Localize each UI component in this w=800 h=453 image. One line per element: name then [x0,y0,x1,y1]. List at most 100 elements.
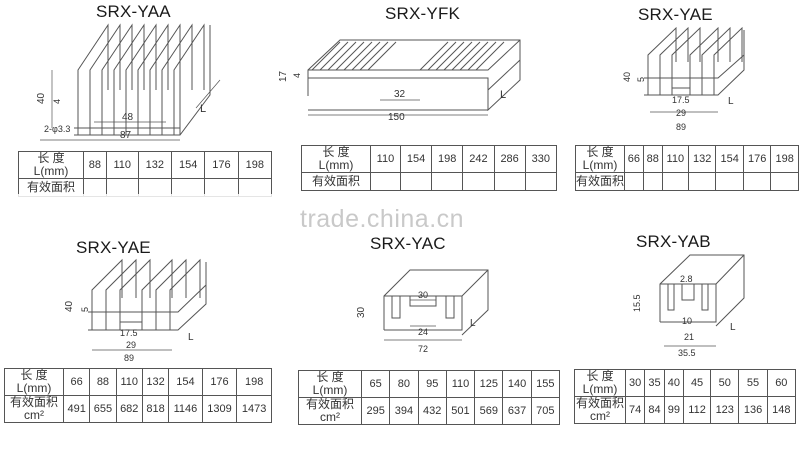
length-value: 154 [168,368,203,396]
area-label: 有效面积 [575,396,624,410]
length-value: 155 [530,370,561,398]
svg-text:29: 29 [126,340,136,350]
length-value: 88 [83,151,107,179]
svg-text:5: 5 [80,307,90,312]
length-value: 132 [137,151,173,179]
svg-text:35.5: 35.5 [678,348,696,358]
area-label: 有效面积 [311,174,360,188]
length-label: 长 度 [37,151,65,165]
area-value: 1309 [201,395,238,423]
length-value: 45 [683,369,712,397]
length-unit: L(mm) [16,381,52,395]
svg-text:4: 4 [52,99,62,104]
area-unit: cm² [24,408,44,422]
panel-title: SRX-YAB [636,232,711,251]
drawing-srx-yfk: 17 4 32 150 L [278,39,521,123]
area-value: 1473 [236,395,272,423]
svg-text:29: 29 [676,108,686,118]
length-value: 176 [201,368,238,396]
svg-text:17: 17 [278,70,289,82]
area-label: 有效面积 [9,395,58,409]
length-value: 40 [663,369,685,397]
svg-text:15.5: 15.5 [632,294,642,312]
area-value: 637 [502,397,532,425]
area-value: 1146 [168,395,203,423]
svg-text:L: L [470,318,476,329]
svg-text:L: L [500,89,506,101]
area-value: 818 [141,395,170,423]
svg-text:L: L [188,332,194,343]
length-value: 330 [524,145,558,173]
area-value: 148 [766,396,797,424]
length-label: 长 度 [20,368,48,382]
area-unit: cm² [590,409,610,423]
svg-text:87: 87 [120,130,132,141]
panel-title: SRX-YAC [370,234,446,253]
svg-text:21: 21 [684,332,694,342]
svg-text:89: 89 [676,122,686,132]
svg-text:5: 5 [636,77,646,82]
svg-text:2-φ3.3: 2-φ3.3 [44,124,70,134]
length-value: 66 [62,368,91,396]
length-value: 88 [642,145,663,173]
length-unit: L(mm) [582,158,618,172]
svg-text:17.5: 17.5 [120,328,138,338]
svg-text:40: 40 [622,72,632,82]
panel-title: SRX-YAA [96,2,171,21]
length-value: 125 [474,370,504,398]
length-label: 长 度 [586,145,614,159]
svg-text:150: 150 [388,112,405,123]
length-value: 110 [115,368,143,396]
svg-text:2.8: 2.8 [680,274,693,284]
length-value: 154 [171,151,206,179]
length-value: 80 [389,370,419,398]
length-value: 110 [105,151,139,179]
length-value: 60 [766,369,797,397]
drawing-srx-yae-top: 40 5 17.5 29 89 L [622,26,745,132]
svg-text:L: L [200,103,206,115]
area-value: 682 [115,395,143,423]
area-value: 655 [89,395,117,423]
area-value: 491 [62,395,91,423]
length-label: 长 度 [322,145,350,159]
length-value: 65 [360,370,391,398]
crop-band [0,194,800,216]
length-unit: L(mm) [33,164,69,178]
length-value: 154 [715,145,744,173]
length-unit: L(mm) [312,383,348,397]
area-value: 84 [644,396,665,424]
area-value: 394 [389,397,419,425]
drawing-srx-yac: 30 30 24 72 L [356,269,489,354]
drawing-srx-yae-bottom: 40 5 17.5 29 89 L [64,258,207,363]
svg-text:4: 4 [292,73,302,78]
panel-title: SRX-YAE [638,5,713,24]
length-value: 132 [141,368,170,396]
length-value: 50 [710,369,740,397]
length-value: 198 [236,368,272,396]
svg-text:30: 30 [418,290,428,300]
svg-text:L: L [728,96,734,107]
area-unit: cm² [320,410,340,424]
area-value: 501 [445,397,476,425]
area-value: 295 [360,397,391,425]
length-value: 95 [417,370,447,398]
svg-text:24: 24 [418,327,428,337]
area-value: 112 [683,396,712,424]
area-label: 有效面积 [26,180,75,194]
length-label: 长 度 [316,370,344,384]
length-value: 242 [462,145,495,173]
area-label: 有效面积 [305,397,354,411]
svg-text:40: 40 [36,92,47,104]
length-value: 110 [661,145,689,173]
length-value: 286 [493,145,526,173]
area-value: 705 [530,397,561,425]
drawing-srx-yaa: 40 4 48 87 2-φ3.3 L [36,23,221,141]
length-value: 198 [770,145,799,173]
length-label: 长 度 [586,369,614,383]
